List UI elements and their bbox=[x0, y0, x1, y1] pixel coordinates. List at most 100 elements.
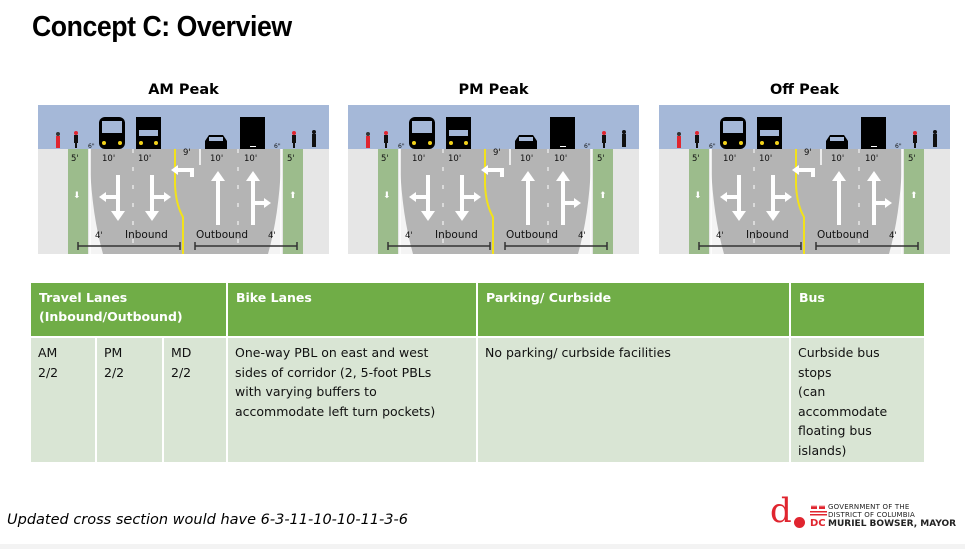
car-icon bbox=[515, 135, 537, 149]
cyclist-left-icon bbox=[695, 131, 699, 148]
svg-text:DC: DC bbox=[810, 518, 826, 528]
bus-line: accommodate bbox=[798, 403, 888, 419]
cross-section-panel: PM Peak ⬇⬆ 5' 10' 10' 9' 10' 10' bbox=[348, 82, 639, 254]
page-title: Concept C: Overview bbox=[32, 11, 292, 43]
bike-lane-symbols: ⬇⬆ bbox=[383, 191, 607, 201]
dim-buffer-right: 6" bbox=[584, 143, 591, 150]
bike-lane-left bbox=[689, 149, 709, 254]
travel-cell-am: AM 2/2 bbox=[31, 338, 95, 462]
label-inbound: Inbound bbox=[125, 229, 168, 241]
dim-lane3: 10' bbox=[210, 154, 223, 164]
dim-lane2: 10' bbox=[448, 154, 461, 164]
roadway bbox=[400, 149, 591, 254]
cross-section-diagram: ⬇⬆ 5' 10' 10' 9' 10' 10' 5' 6" 6" 4' 4' … bbox=[348, 105, 639, 254]
header-travel-lanes-line2: (Inbound/Outbound) bbox=[39, 309, 183, 324]
dim-buffer-right: 6" bbox=[895, 143, 902, 150]
header-parking: Parking/ Curbside bbox=[478, 283, 789, 336]
truck-icon bbox=[757, 117, 782, 149]
dim-buffer4-right: 4' bbox=[578, 231, 586, 241]
dim-buffer4-right: 4' bbox=[889, 231, 897, 241]
logo-line2: DISTRICT OF COLUMBIA bbox=[828, 511, 916, 519]
dim-lane4: 10' bbox=[865, 154, 878, 164]
truck-icon bbox=[136, 117, 161, 149]
dim-turn: 9' bbox=[493, 148, 501, 158]
bike-lanes-line: accommodate left turn pockets) bbox=[235, 403, 436, 419]
center-line bbox=[174, 149, 184, 254]
cross-section-diagram: ⬇⬆ 5' 10' 10' 9' 10' 10' 5' 6" 6" 4' 4' … bbox=[659, 105, 950, 254]
cyclist-right-icon bbox=[602, 131, 606, 148]
label-outbound: Outbound bbox=[196, 229, 248, 241]
label-inbound: Inbound bbox=[435, 229, 478, 241]
roadway bbox=[90, 149, 281, 254]
buffer-hatch-left bbox=[711, 165, 724, 254]
arrow-heads bbox=[720, 165, 892, 221]
sky-band bbox=[659, 105, 950, 149]
dim-lane2: 10' bbox=[138, 154, 151, 164]
pedestrian-right-icon bbox=[933, 130, 937, 147]
dim-buffer-left: 6" bbox=[88, 143, 95, 150]
cyclist-right-icon bbox=[292, 131, 296, 148]
panel-title: PM Peak bbox=[458, 82, 529, 98]
footnote: Updated cross section would have 6-3-11-… bbox=[7, 512, 408, 528]
dim-lane4: 10' bbox=[554, 154, 567, 164]
dimension-bars bbox=[77, 242, 298, 250]
cyclist-left-icon bbox=[74, 131, 78, 148]
overview-table: Travel Lanes (Inbound/Outbound) Bike Lan… bbox=[31, 283, 924, 462]
cyclist-left-icon bbox=[384, 131, 388, 148]
dim-bike-right: 5' bbox=[908, 154, 916, 164]
dim-buffer4-left: 4' bbox=[716, 231, 724, 241]
box-truck-icon bbox=[550, 117, 575, 149]
pedestrian-left-icon bbox=[56, 132, 60, 148]
logo-line1: GOVERNMENT OF THE bbox=[828, 503, 910, 511]
travel-period: MD bbox=[171, 345, 192, 360]
cross-section-panel: Off Peak ⬇⬆ 5' 10' 10' 9' 10' 10' bbox=[659, 82, 950, 254]
sky-band bbox=[38, 105, 329, 149]
dim-bike-left: 5' bbox=[692, 154, 700, 164]
cyclist-right-icon bbox=[913, 131, 917, 148]
cross-section-diagram: ⬇⬆ 5' 10' 10' 9' 10' 10' 5' 6" 6" 4' 4' … bbox=[38, 105, 329, 254]
lane-arrows bbox=[727, 168, 885, 225]
bus-line: stops bbox=[798, 364, 832, 380]
dim-lane2: 10' bbox=[759, 154, 772, 164]
svg-text:⬇: ⬇ bbox=[73, 191, 81, 201]
svg-text:⬆: ⬆ bbox=[599, 191, 607, 201]
bus-line: Curbside bus bbox=[798, 345, 880, 360]
bike-lanes-line: sides of corridor (2, 5-foot PBLs bbox=[235, 364, 432, 380]
dim-buffer4-left: 4' bbox=[95, 231, 103, 241]
bus-icon bbox=[99, 117, 125, 149]
svg-text:⬇: ⬇ bbox=[694, 191, 702, 201]
header-travel-lanes: Travel Lanes (Inbound/Outbound) bbox=[31, 283, 226, 336]
bike-lane-right bbox=[283, 149, 303, 254]
bus-icon bbox=[720, 117, 746, 149]
center-line bbox=[484, 149, 494, 254]
bike-lanes-line: One-way PBL on east and west bbox=[235, 345, 429, 360]
dim-lane3: 10' bbox=[831, 154, 844, 164]
dim-bike-right: 5' bbox=[287, 154, 295, 164]
cross-section-panel: AM Peak ⬇⬆ 5' 10' 10' 9' 10' 10' bbox=[38, 82, 329, 254]
buffer-hatch-right bbox=[889, 165, 902, 254]
arrow-heads bbox=[99, 165, 271, 221]
bike-lane-right bbox=[904, 149, 924, 254]
travel-value: 2/2 bbox=[38, 364, 59, 380]
pedestrian-left-icon bbox=[366, 132, 370, 148]
panel-title: Off Peak bbox=[769, 82, 839, 98]
bike-lane-left bbox=[378, 149, 398, 254]
dimension-bars bbox=[387, 242, 608, 250]
bike-lanes-cell: One-way PBL on east and west sides of co… bbox=[228, 338, 476, 462]
travel-cell-md: MD 2/2 bbox=[164, 338, 226, 462]
pedestrian-right-icon bbox=[312, 130, 316, 147]
logo-mark: d bbox=[770, 491, 792, 531]
bottom-bar bbox=[0, 544, 965, 549]
lane-arrows bbox=[416, 168, 574, 225]
roadway bbox=[711, 149, 902, 254]
bike-lane-symbols: ⬇⬆ bbox=[73, 191, 297, 201]
sky-band bbox=[348, 105, 639, 149]
center-line bbox=[795, 149, 805, 254]
dim-buffer-left: 6" bbox=[709, 143, 716, 150]
travel-period: PM bbox=[104, 345, 123, 360]
header-travel-lanes-line1: Travel Lanes bbox=[39, 290, 128, 305]
truck-icon bbox=[446, 117, 471, 149]
logo-dot bbox=[794, 517, 805, 528]
bike-lane-left bbox=[68, 149, 88, 254]
bus-line: (can bbox=[798, 384, 826, 399]
